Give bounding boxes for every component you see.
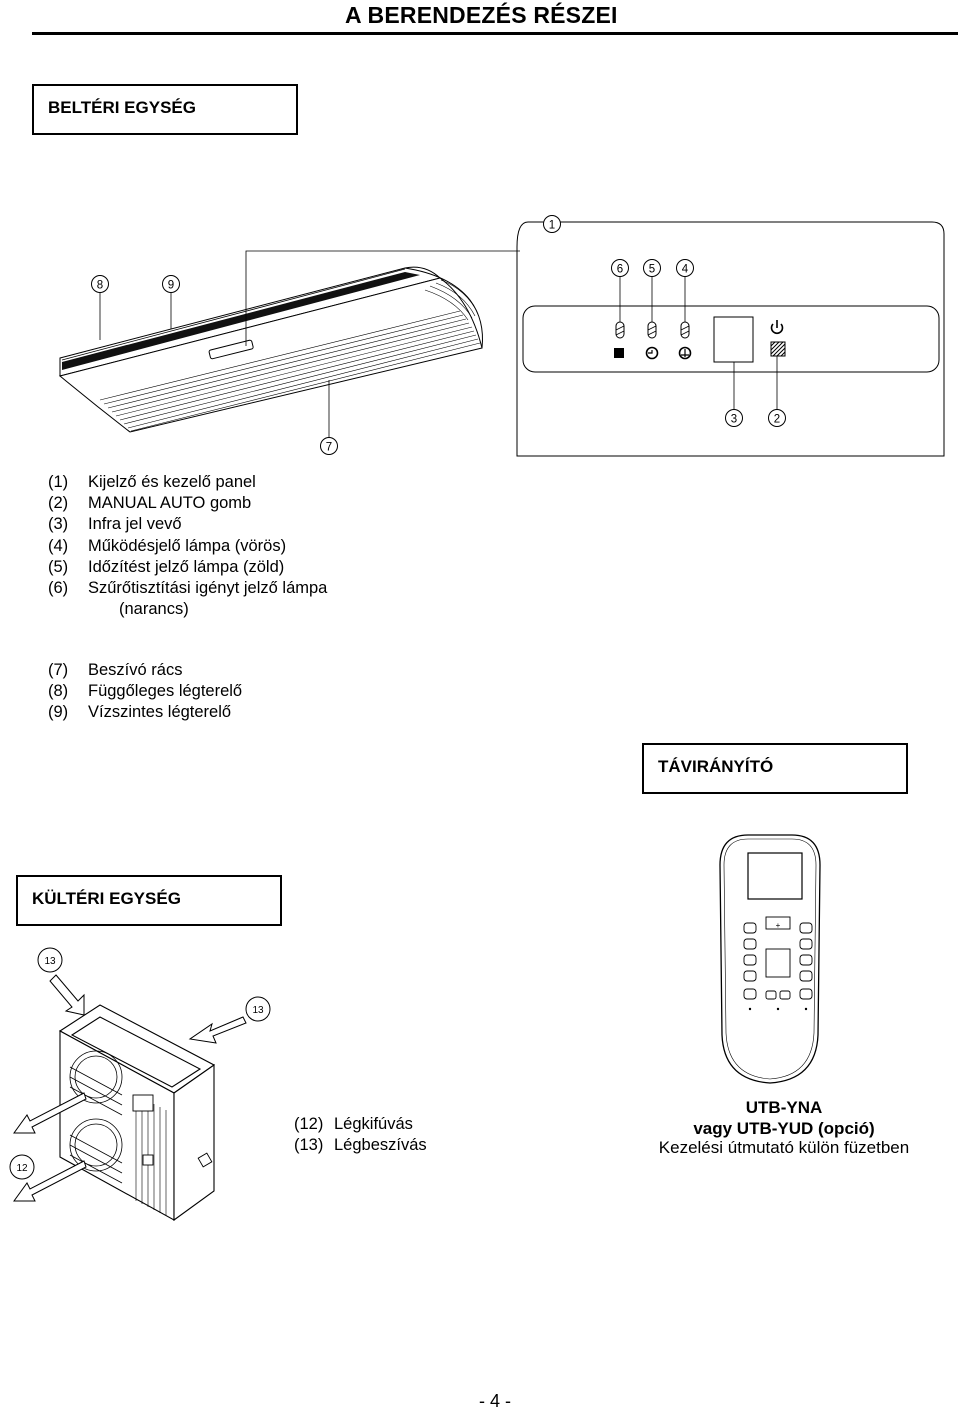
svg-text:8: 8 [97, 280, 103, 292]
list-item: (2)MANUAL AUTO gomb [48, 494, 252, 513]
list-item-continuation: (narancs) [119, 600, 189, 619]
indoor-unit-heading-box: BELTÉRI EGYSÉG [32, 84, 298, 135]
outdoor-unit-diagram: 13 13 12 [9, 947, 271, 1222]
list-item: (3)Infra jel vevő [48, 515, 182, 534]
svg-text:13: 13 [252, 1005, 264, 1016]
timer-lamp-icon [645, 321, 659, 360]
svg-text:+: + [776, 921, 781, 930]
remote-controller-diagram: + [719, 834, 821, 1084]
callout-8: 8 [91, 275, 109, 293]
list-item: (13)Légbeszívás [294, 1136, 427, 1154]
list-item: (6)Szűrőtisztítási igényt jelző lámpa [48, 579, 328, 598]
remote-note: Kezelési útmutató külön füzetben [658, 1138, 910, 1157]
infrared-receiver [713, 316, 754, 363]
callout-7: 7 [320, 437, 338, 455]
title-rule [32, 32, 958, 35]
svg-text:3: 3 [731, 414, 737, 426]
page-number: - 4 - [478, 1391, 511, 1411]
svg-text:4: 4 [682, 264, 689, 276]
remote-model-primary: UTB-YNA [745, 1098, 823, 1117]
callout-5: 5 [643, 259, 661, 277]
callout-1: 1 [543, 215, 561, 233]
filter-lamp-icon [614, 321, 625, 358]
operation-lamp-icon [678, 321, 692, 360]
svg-text:2: 2 [774, 414, 780, 426]
remote-screen [747, 852, 803, 900]
svg-text:13: 13 [44, 956, 56, 967]
list-item: (9)Vízszintes légterelő [48, 703, 232, 722]
power-icon [770, 320, 784, 335]
display-panel-detail [516, 221, 945, 457]
outdoor-unit-heading-box: KÜLTÉRI EGYSÉG [16, 875, 282, 926]
list-item: (1)Kijelző és kezelő panel [48, 473, 256, 491]
callout-12: 12 [9, 1154, 35, 1180]
remote-model-optional: vagy UTB-YUD (opció) [693, 1119, 875, 1138]
list-item: (5)Időzítést jelző lámpa (zöld) [48, 557, 285, 576]
indoor-unit-diagram: 8 9 7 [58, 215, 945, 457]
indoor-unit-heading: BELTÉRI EGYSÉG [48, 98, 196, 117]
page-title: A BERENDEZÉS RÉSZEI [345, 2, 618, 28]
outdoor-parts-list: (12)Légkifúvás (13)Légbeszívás [294, 1114, 427, 1156]
callout-13-right: 13 [245, 996, 271, 1022]
callout-13-left: 13 [37, 947, 63, 973]
outdoor-unit-heading: KÜLTÉRI EGYSÉG [32, 889, 181, 908]
list-item: (12)Légkifúvás [294, 1115, 413, 1133]
list-item: (7)Beszívó rács [48, 661, 183, 679]
svg-text:9: 9 [168, 280, 174, 292]
callout-9: 9 [162, 275, 180, 293]
manual-auto-button-icon [770, 341, 786, 357]
list-item: (4)Működésjelő lámpa (vörös) [48, 536, 287, 555]
callout-2: 2 [768, 409, 786, 427]
svg-text:7: 7 [326, 442, 332, 454]
callout-4: 4 [676, 259, 694, 277]
callout-3: 3 [725, 409, 743, 427]
svg-text:12: 12 [16, 1163, 28, 1174]
remote-heading-box: TÁVIRÁNYÍTÓ [642, 743, 908, 794]
remote-model: UTB-YNA vagy UTB-YUD (opció) [634, 1097, 934, 1139]
svg-text:6: 6 [617, 264, 623, 276]
indoor-parts-list: (1)Kijelző és kezelő panel (2)MANUAL AUT… [48, 472, 327, 620]
svg-text:1: 1 [549, 220, 555, 232]
remote-heading: TÁVIRÁNYÍTÓ [658, 757, 774, 776]
list-item: (8)Függőleges légterelő [48, 682, 243, 701]
callout-6: 6 [611, 259, 629, 277]
indoor-unit-body [58, 266, 483, 433]
svg-text:5: 5 [649, 264, 655, 276]
indoor-parts-list-b: (7)Beszívó rács (8)Függőleges légterelő … [48, 660, 242, 724]
